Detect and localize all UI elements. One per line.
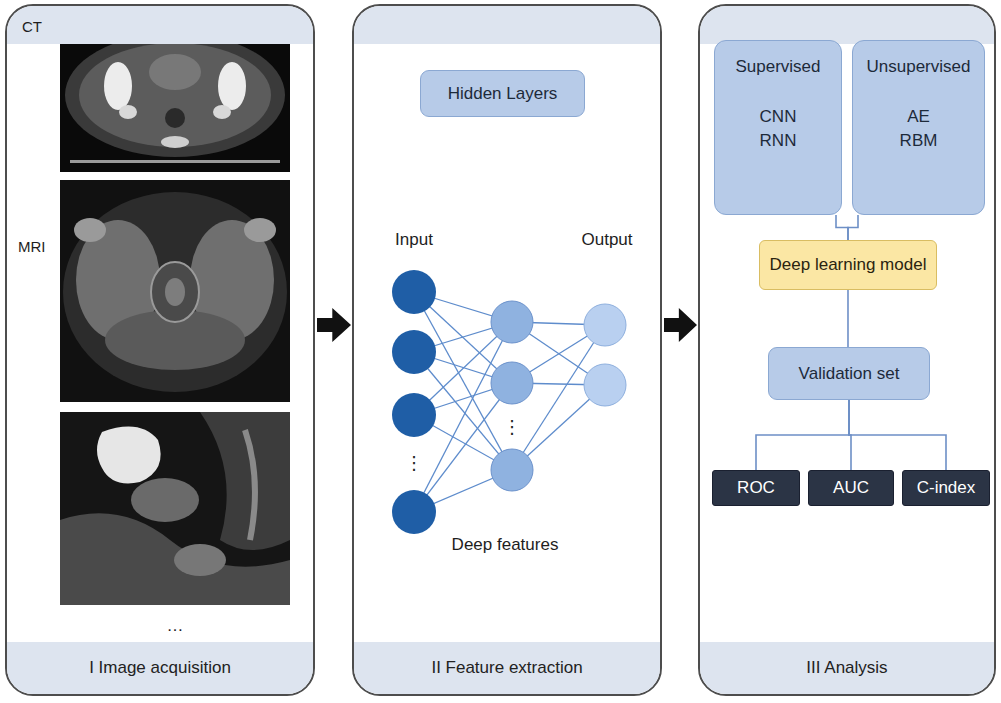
layer-label: Output <box>581 230 632 250</box>
top-band <box>700 6 994 44</box>
process-box: Validation set <box>768 347 930 400</box>
stage-label: I Image acquisition <box>7 642 313 694</box>
box-title: Unsupervised <box>867 57 971 77</box>
box-title: Validation set <box>799 364 900 384</box>
flow-line <box>849 400 946 470</box>
box-title: ROC <box>737 478 775 498</box>
flow-line <box>836 215 848 240</box>
stage-label: III Analysis <box>700 642 994 694</box>
stage-panel: I Image acquisition <box>5 4 315 696</box>
mri-axial-image <box>60 180 290 402</box>
neural-network <box>414 292 605 512</box>
ellipsis: ⋮ <box>405 452 423 474</box>
modality-label: MRI <box>18 238 46 255</box>
layer-label: Input <box>395 230 433 250</box>
stage-arrow <box>317 308 351 342</box>
stage-panel: II Feature extraction Hidden Layers <box>352 4 662 696</box>
box-item: RBM <box>900 131 938 151</box>
top-band <box>7 6 313 44</box>
box-title: Deep learning model <box>770 255 927 275</box>
box-item: RNN <box>760 131 797 151</box>
category-box: SupervisedCNN RNN <box>714 40 842 215</box>
ellipsis: ⋮ <box>503 416 521 438</box>
box-item: AE <box>907 107 930 127</box>
top-band <box>354 6 660 44</box>
model-box: Deep learning model <box>759 240 938 290</box>
flow-line <box>756 400 849 470</box>
box-title: C-index <box>917 478 976 498</box>
category-box: UnsupervisedAE RBM <box>852 40 985 215</box>
box-title: Supervised <box>735 57 820 77</box>
box-title: Hidden Layers <box>448 84 558 104</box>
flow-line <box>847 290 849 347</box>
layer-box: Hidden Layers <box>420 70 585 117</box>
mri-sagittal-image <box>60 412 290 605</box>
metric-box: C-index <box>902 470 990 506</box>
metric-box: ROC <box>712 470 800 506</box>
ellipsis: … <box>167 616 184 636</box>
flow-line <box>848 215 858 240</box>
stage-arrow <box>664 308 697 342</box>
network-neurons <box>392 270 626 534</box>
stage-panel: III Analysis SupervisedCNN RNN Unsupervised… <box>698 4 996 696</box>
modality-label: CT <box>22 18 42 35</box>
box-title: AUC <box>833 478 869 498</box>
caption-label: Deep features <box>452 535 559 555</box>
metric-box: AUC <box>808 470 894 506</box>
box-item: CNN <box>760 107 797 127</box>
stage-label: II Feature extraction <box>354 642 660 694</box>
